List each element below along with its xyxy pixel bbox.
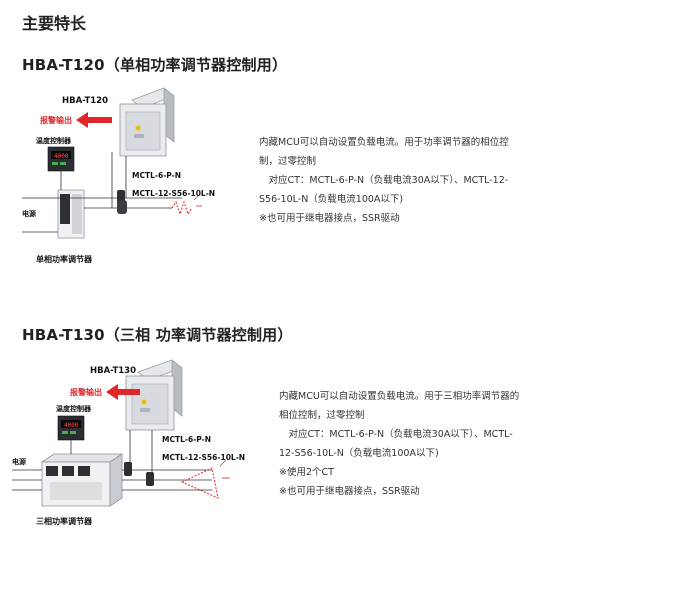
ct2-label: MCTL-12-S56-10L-N	[132, 189, 215, 198]
description-line: ※使用2个CT	[279, 467, 334, 478]
power-label: 电源	[22, 209, 36, 218]
description-line: 对应CT：MCTL-6-P-N（负载电流30A以下）、MCTL-	[279, 429, 513, 440]
description-line: S56-10L-N（负载电流100A以下)	[259, 194, 404, 205]
regulator-label: 三相功率调节器	[36, 516, 93, 526]
single-phase-regulator	[57, 189, 85, 239]
alarm-output-label: 报警输出	[40, 115, 72, 125]
description-line: 内藏MCU可以自动设置负载电流。用于三相功率调节器的	[279, 391, 520, 402]
section-description-hba-t130: 内藏MCU可以自动设置负载电流。用于三相功率调节器的 相位控制，过零控制 对应C…	[279, 387, 519, 501]
section-title-hba-t120: HBA-T120（单相功率调节器控制用）	[22, 56, 288, 74]
description-line: ※也可用于继电器接点，SSR驱动	[259, 213, 400, 224]
description-line: 对应CT：MCTL-6-P-N（负载电流30A以下）、MCTL-12-	[259, 175, 509, 186]
alarm-output-arrow	[106, 384, 140, 400]
device-label: HBA-T120	[62, 96, 108, 106]
alarm-output-label: 报警输出	[70, 387, 102, 397]
temperature-controller	[47, 146, 75, 172]
controller-display: 4000	[54, 153, 69, 160]
wiring-lines	[22, 152, 182, 233]
power-label: 电源	[12, 457, 26, 466]
regulator-label: 单相功率调节器	[36, 254, 93, 264]
ct2-label: MCTL-12-S56-10L-N	[162, 453, 245, 462]
heater-load-icon	[180, 459, 230, 499]
device-label: HBA-T130	[90, 366, 136, 376]
section-description-hba-t120: 内藏MCU可以自动设置负载电流。用于功率调节器的相位控 制，过零控制 对应CT：…	[259, 133, 509, 228]
hba-t130-device	[125, 359, 183, 431]
controller-display: 4000	[64, 422, 79, 429]
page-title: 主要特长	[22, 14, 87, 33]
alarm-output-arrow	[76, 112, 112, 128]
ct1-label: MCTL-6-P-N	[132, 171, 181, 180]
description-line: 相位控制，过零控制	[279, 410, 365, 421]
three-phase-regulator	[40, 453, 124, 507]
description-line: 制，过零控制	[259, 156, 317, 167]
hba-t130-wiring-diagram: HBA-T130 报警输出 温度控制器 4000 MCTL-6-	[12, 359, 245, 526]
temperature-controller	[57, 415, 85, 441]
heater-load-icon	[171, 195, 202, 216]
description-line: ※也可用于继电器接点，SSR驱动	[279, 486, 420, 497]
description-line: 内藏MCU可以自动设置负载电流。用于功率调节器的相位控	[259, 137, 509, 148]
hba-t120-device	[119, 87, 175, 157]
temperature-controller-label: 温度控制器	[56, 404, 92, 413]
current-transformer	[124, 462, 154, 486]
hba-t120-wiring-diagram: HBA-T120 报警输出 温度控制器 4000 MCTL-6-P-N MCTL…	[22, 87, 215, 264]
ct1-label: MCTL-6-P-N	[162, 435, 211, 444]
current-transformer	[117, 190, 127, 214]
temperature-controller-label: 温度控制器	[36, 136, 72, 145]
section-title-hba-t130: HBA-T130（三相 功率调节器控制用）	[22, 326, 293, 344]
description-line: 12-S56-10L-N（负载电流100A以下)	[279, 448, 439, 459]
